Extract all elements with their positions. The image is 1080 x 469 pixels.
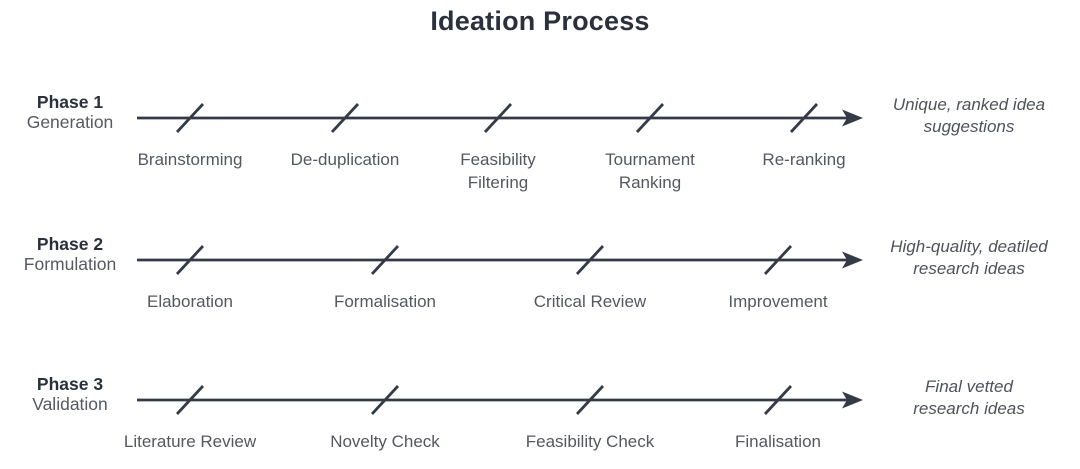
phase-subtitle: Formulation — [23, 254, 117, 274]
step-label: Re-ranking — [762, 150, 846, 169]
step-label: Tournament Ranking — [605, 150, 695, 192]
tick-mark — [575, 245, 605, 275]
tick-mark — [175, 103, 205, 133]
step-label: Literature Review — [123, 432, 257, 451]
step-label: Feasibility Filtering — [460, 150, 536, 192]
step-label: Formalisation — [333, 292, 437, 311]
arrowhead-icon — [842, 391, 863, 409]
tick-mark — [575, 385, 605, 415]
tick-mark — [370, 385, 400, 415]
step-label: Feasibility Check — [525, 432, 655, 451]
tick-mark — [789, 103, 819, 133]
step-label: Elaboration — [146, 292, 233, 311]
step-label: Critical Review — [533, 292, 647, 311]
tick-mark — [330, 103, 360, 133]
phase-subtitle: Generation — [26, 112, 114, 132]
phase-name: Phase 2 — [36, 234, 104, 254]
phase-name: Phase 1 — [36, 92, 104, 112]
outcome-label: Final vetted research ideas — [913, 377, 1025, 418]
step-label: De-duplication — [290, 150, 400, 169]
tick-mark — [483, 103, 513, 133]
step-label: Brainstorming — [137, 150, 243, 169]
tick-mark — [763, 245, 793, 275]
tick-mark — [175, 385, 205, 415]
tick-mark — [175, 245, 205, 275]
arrowhead-icon — [842, 109, 863, 127]
step-label: Improvement — [728, 292, 828, 311]
step-label: Novelty Check — [330, 432, 440, 451]
tick-mark — [370, 245, 400, 275]
tick-mark — [763, 385, 793, 415]
outcome-label: High-quality, deatiled research ideas — [890, 237, 1048, 278]
phase-subtitle: Validation — [32, 394, 108, 414]
outcome-label: Unique, ranked idea suggestions — [892, 95, 1046, 136]
diagram-title: Ideation Process — [430, 6, 650, 36]
phase-name: Phase 3 — [36, 374, 104, 394]
tick-mark — [635, 103, 665, 133]
step-label: Finalisation — [735, 432, 821, 451]
arrowhead-icon — [842, 251, 863, 269]
